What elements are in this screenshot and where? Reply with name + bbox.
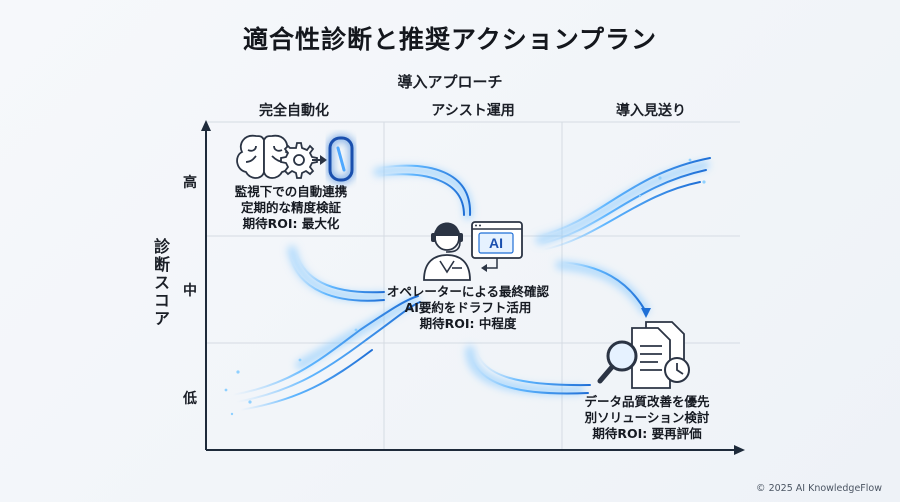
ai-screen-label: AI (489, 235, 503, 251)
magnifier-icon (597, 340, 638, 384)
cell-line: 別ソリューション検討 (584, 410, 710, 425)
column-label-assisted-operation: アシスト運用 (431, 103, 515, 119)
chip-icon (327, 135, 355, 183)
copyright-footer: © 2025 AI KnowledgeFlow (756, 483, 882, 494)
column-label-full-automation: 完全自動化 (259, 103, 329, 119)
cell-line: 定期的な精度検証 (240, 200, 341, 215)
cell-mid-assisted-operation: オペレーターによる最終確認 AI要約をドラフト活用 期待ROI: 中程度 (378, 284, 558, 332)
column-label-no-adoption: 導入見送り (616, 103, 686, 119)
flow-streams (224, 157, 711, 416)
cell-line: データ品質改善を優先 (584, 394, 710, 409)
cell-line: AI要約をドラフト活用 (404, 300, 532, 315)
brain-icon (236, 134, 292, 179)
cell-low-no-adoption: データ品質改善を優先 別ソリューション検討 期待ROI: 要再評価 (568, 394, 726, 442)
row-label-low: 低 (183, 391, 197, 407)
cell-line: オペレーターによる最終確認 (386, 284, 550, 299)
row-label-high: 高 (183, 175, 197, 191)
cell-line: 期待ROI: 要再評価 (592, 426, 702, 441)
clock-icon (664, 357, 690, 383)
cell-line: 監視下での自動連携 (234, 184, 348, 199)
row-label-mid: 中 (183, 283, 197, 299)
y-axis-title: 診断スコア (151, 238, 170, 328)
cell-line: 期待ROI: 中程度 (419, 316, 517, 331)
axes (201, 120, 745, 455)
x-axis-title: 導入アプローチ (397, 73, 503, 91)
page-title: 適合性診断と推奨アクションプラン (242, 25, 657, 54)
gear-icon (280, 142, 318, 179)
cell-high-full-automation: 監視下での自動連携 定期的な精度検証 期待ROI: 最大化 (222, 184, 360, 232)
operator-icon (423, 222, 471, 281)
ai-screen-icon (471, 221, 523, 272)
cell-line: 期待ROI: 最大化 (242, 216, 340, 231)
arrow-icon (312, 155, 327, 165)
